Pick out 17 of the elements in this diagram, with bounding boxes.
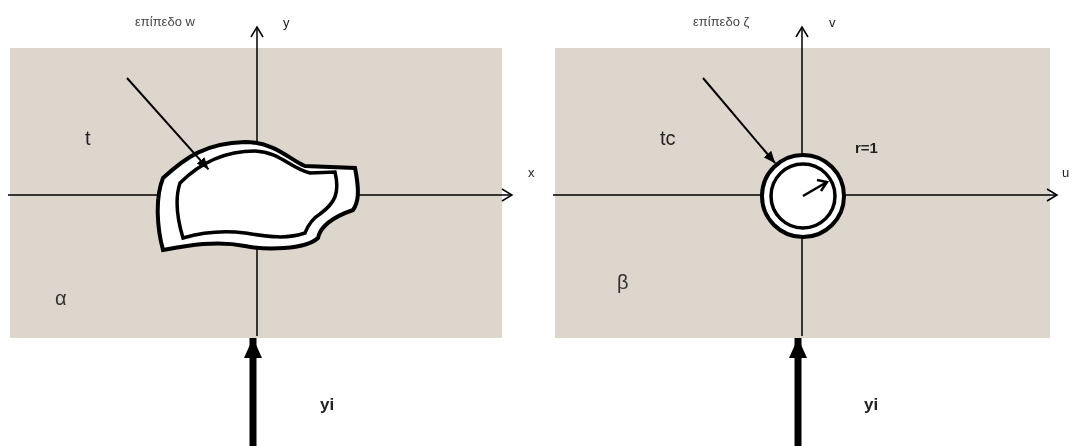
flow-label: yi	[864, 396, 879, 413]
region-label: β	[617, 272, 629, 292]
flow-arrow	[789, 338, 807, 446]
flow-label: yi	[320, 396, 335, 413]
radius-label: r=1	[855, 140, 878, 155]
region-label: α	[55, 288, 67, 308]
plane-heading: επίπεδο w	[135, 15, 195, 28]
axis-label: v	[829, 16, 836, 29]
arrow	[126, 77, 210, 171]
region-label: t	[85, 128, 91, 148]
axis-label: x	[528, 166, 535, 179]
arrow	[702, 77, 777, 165]
axis-label: u	[1062, 166, 1070, 179]
axis-label: y	[283, 16, 290, 29]
region-label: tc	[660, 128, 676, 148]
plane-heading: επίπεδο ζ	[693, 15, 750, 28]
flow-arrow	[244, 338, 262, 446]
